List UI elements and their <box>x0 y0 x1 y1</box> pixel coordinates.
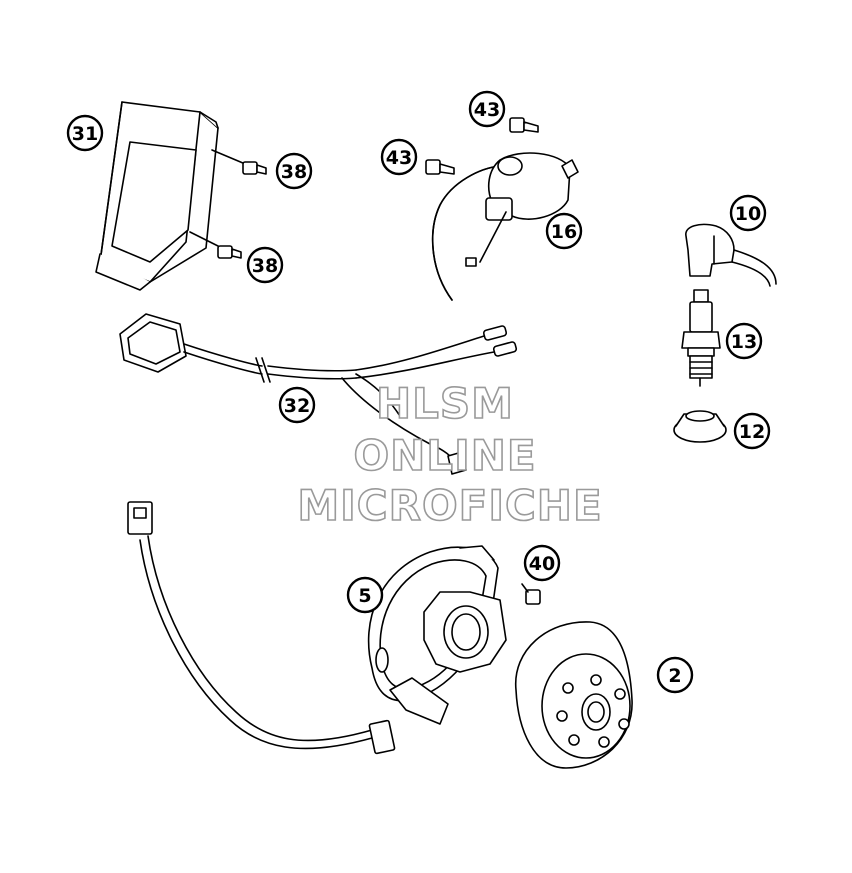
callout-40: 40 <box>523 544 561 582</box>
svg-text:43: 43 <box>474 99 500 121</box>
svg-text:2: 2 <box>668 665 681 687</box>
callout-10: 10 <box>729 194 767 232</box>
callout-12: 12 <box>733 412 771 450</box>
watermark: HLSM ONLINE MICROFICHE <box>297 378 603 531</box>
svg-text:32: 32 <box>284 395 310 417</box>
spark-plug-cap <box>685 223 777 287</box>
watermark-line-3: MICROFICHE <box>297 481 602 530</box>
stator-screw <box>521 583 541 605</box>
svg-text:10: 10 <box>735 203 761 225</box>
svg-text:38: 38 <box>281 161 307 183</box>
flywheel-rotor <box>515 621 633 769</box>
coil-screw-top <box>509 117 539 133</box>
coil-screw-left <box>425 159 455 175</box>
callout-16: 16 <box>545 212 583 250</box>
cdi-screw-lower <box>189 231 242 259</box>
stator-assembly <box>127 501 507 755</box>
spark-plug <box>681 289 721 387</box>
plug-seal-ring <box>673 410 727 443</box>
cdi-unit <box>95 101 219 291</box>
svg-text:16: 16 <box>551 221 577 243</box>
callout-13: 13 <box>725 322 763 360</box>
svg-text:38: 38 <box>252 255 278 277</box>
svg-text:13: 13 <box>731 331 757 353</box>
svg-text:5: 5 <box>358 585 371 607</box>
callout-32: 32 <box>278 386 316 424</box>
callout-43-left: 43 <box>380 138 418 176</box>
svg-text:40: 40 <box>529 553 555 575</box>
svg-text:31: 31 <box>72 123 98 145</box>
svg-text:43: 43 <box>386 147 412 169</box>
watermark-line-2: ONLINE <box>353 431 536 480</box>
callout-43-top: 43 <box>468 90 506 128</box>
callout-38-upper: 38 <box>275 152 313 190</box>
svg-text:12: 12 <box>739 421 765 443</box>
callout-38-lower: 38 <box>246 246 284 284</box>
callout-5: 5 <box>346 576 384 614</box>
callout-31: 31 <box>66 114 104 152</box>
wiring-harness <box>119 313 518 475</box>
ignition-coil <box>431 152 579 301</box>
cdi-screw-upper <box>211 149 267 175</box>
callout-2: 2 <box>656 656 694 694</box>
watermark-line-1: HLSM <box>376 379 514 428</box>
